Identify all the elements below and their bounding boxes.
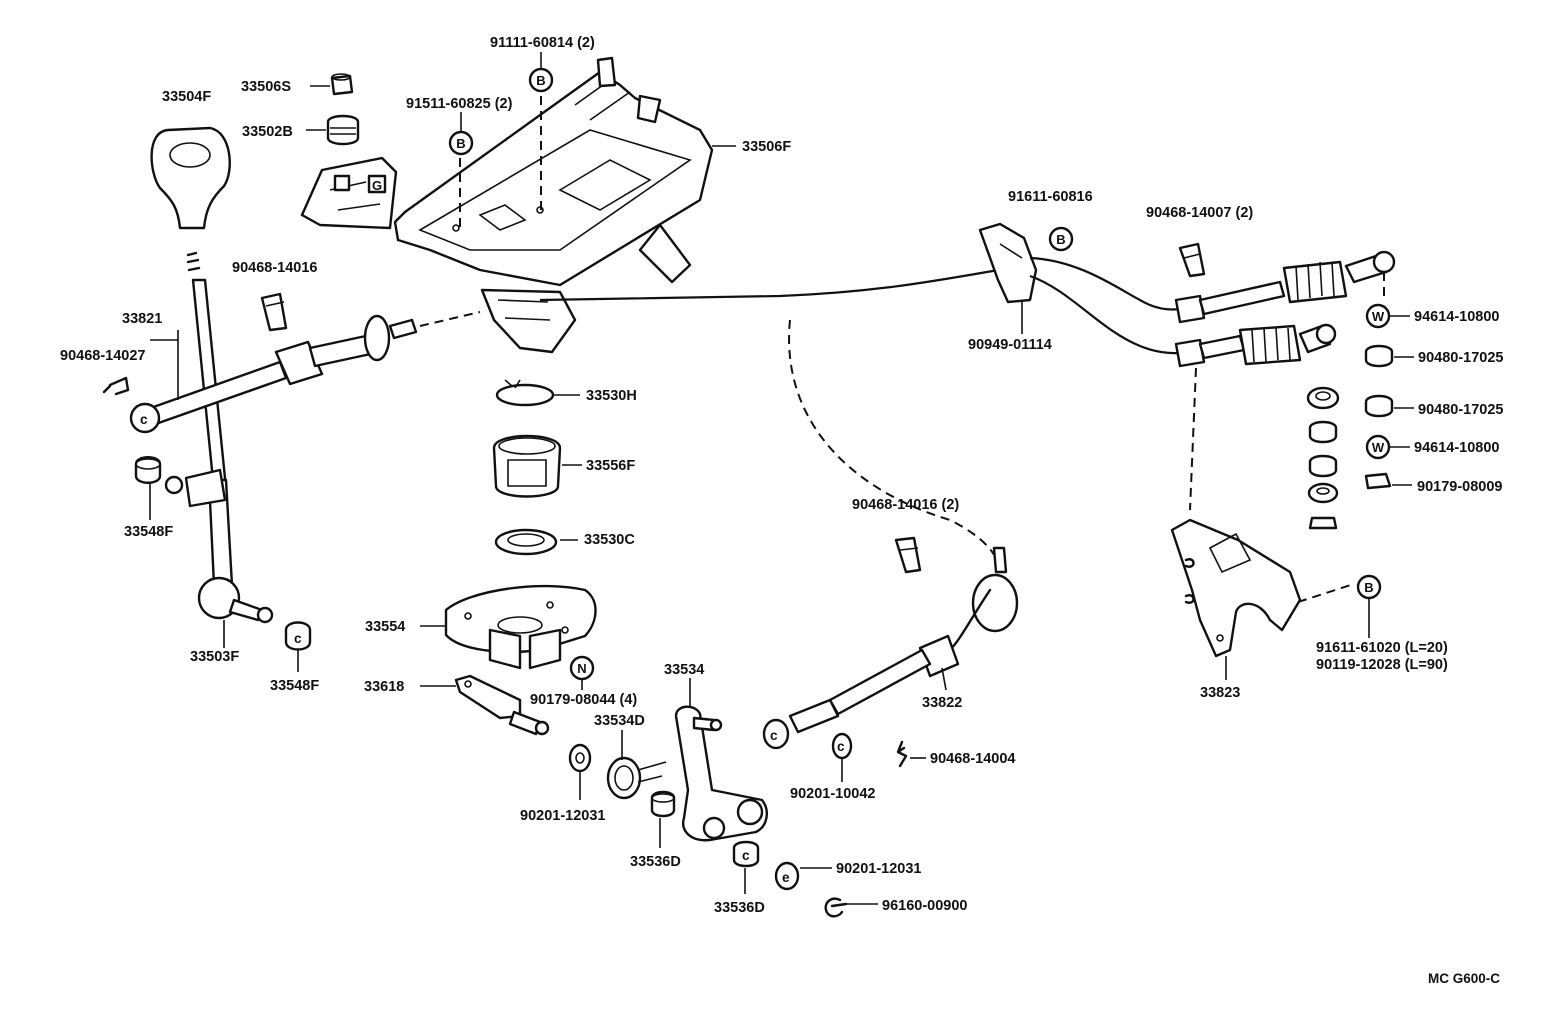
nut-stack [1306, 386, 1340, 530]
bushing-33556f [492, 434, 562, 498]
label-33502b: 33502B [242, 124, 293, 140]
label-33503f: 33503F [190, 649, 239, 665]
label-90949-01114: 90949-01114 [968, 337, 1052, 353]
label-90201-12031-left: 90201-12031 [520, 808, 605, 824]
boot-33502b [326, 114, 360, 146]
svg-text:B: B [1364, 580, 1373, 595]
svg-text:W: W [1372, 440, 1385, 455]
label-96160-00900: 96160-00900 [882, 898, 967, 914]
bushing-548f-right: c [284, 621, 312, 651]
label-90468-14007: 90468-14007 (2) [1146, 205, 1253, 221]
label-90201-10042: 90201-10042 [790, 786, 875, 802]
symbol-n: N [569, 655, 595, 681]
label-33822: 33822 [922, 695, 962, 711]
svg-text:c: c [742, 848, 750, 863]
svg-text:B: B [1056, 232, 1065, 247]
symbol-w-1: W [1365, 303, 1391, 329]
label-90480-17025-1: 90480-17025 [1418, 350, 1503, 366]
label-33536d-b: 33536D [714, 900, 765, 916]
shift-cable [978, 222, 1396, 368]
leader-lines [149, 52, 1414, 905]
lever-33618 [454, 674, 550, 736]
label-90201-12031-right: 90201-12031 [836, 861, 921, 877]
label-33534d: 33534D [594, 713, 645, 729]
label-91511-60825: 91511-60825 (2) [406, 96, 513, 112]
clip-90468-14004 [896, 740, 908, 768]
svg-text:N: N [577, 661, 586, 676]
cable-bracket-33823 [1170, 518, 1355, 658]
shift-lever-shaft [164, 251, 274, 624]
clip-rod-part [102, 376, 130, 396]
symbol-b-clamp: B [1048, 226, 1074, 252]
label-33530h: 33530H [586, 388, 637, 404]
select-cable: c [762, 319, 1019, 750]
bushing-33536d-b: c [732, 840, 760, 868]
clip-90468-14016-mid [894, 536, 922, 574]
washer-90201-12031-left [568, 743, 592, 773]
svg-text:B: B [536, 73, 545, 88]
svg-text:e: e [782, 870, 790, 885]
label-33534: 33534 [664, 662, 704, 678]
label-90468-14027: 90468-14027 [60, 348, 145, 364]
label-90480-17025-2: 90480-17025 [1418, 402, 1503, 418]
right-nuts [1364, 344, 1394, 490]
seat-33530c [494, 528, 558, 556]
label-33530c: 33530C [584, 532, 635, 548]
label-94614-10800-1: 94614-10800 [1414, 309, 1499, 325]
label-33821: 33821 [122, 311, 162, 327]
symbol-g: G [372, 178, 382, 193]
label-33506f: 33506F [742, 139, 791, 155]
symbol-w-2: W [1365, 434, 1391, 460]
label-33506s: 33506S [241, 79, 291, 95]
washer-90201-10042: c [831, 732, 853, 760]
label-33548f-right: 33548F [270, 678, 319, 694]
clip-90468-14007 [1178, 242, 1206, 278]
spring-33534d [606, 756, 667, 800]
label-94614-10800-2: 94614-10800 [1414, 440, 1499, 456]
svg-text:c: c [770, 728, 778, 743]
svg-text:c: c [140, 412, 148, 427]
symbol-b-left: B [448, 130, 474, 156]
label-91111-60814: 91111-60814 (2) [490, 35, 595, 51]
seat-33530h [495, 379, 555, 407]
label-33554: 33554 [365, 619, 405, 635]
diagram-code: MC G600-C [1428, 971, 1500, 986]
label-90468-14016-mid: 90468-14016 (2) [852, 497, 959, 513]
part-labels: 33504F 33506S 33502B 91111-60814 (2) 915… [60, 35, 1503, 986]
label-91611-61020: 91611-61020 (L=20) [1316, 640, 1448, 656]
svg-text:B: B [456, 136, 465, 151]
svg-text:c: c [837, 739, 845, 754]
e-ring-96160 [824, 897, 848, 918]
label-91611-60816: 91611-60816 [1008, 189, 1093, 205]
plate-33554 [444, 584, 597, 670]
label-33556f: 33556F [586, 458, 635, 474]
main-bracket [300, 56, 1011, 354]
shift-knob [150, 126, 231, 230]
label-33823: 33823 [1200, 685, 1240, 701]
bushing-548f-left [134, 456, 162, 484]
bell-crank-33534 [674, 705, 768, 842]
bushing-33506s [330, 73, 354, 96]
label-33504f: 33504F [162, 89, 211, 105]
label-90119-12028: 90119-12028 (L=90) [1316, 657, 1448, 673]
symbol-b-bracket: B [1356, 574, 1382, 600]
svg-text:c: c [294, 631, 302, 646]
label-33548f-left: 33548F [124, 524, 173, 540]
label-90179-08044: 90179-08044 (4) [530, 692, 637, 708]
clip-90468-14016-left [260, 292, 288, 332]
label-90468-14016-left: 90468-14016 [232, 260, 317, 276]
washer-90201-12031-right: e [774, 861, 800, 891]
cable-bracket-dash [1189, 367, 1197, 511]
lever-rod-assembly: c [129, 311, 481, 434]
svg-text:W: W [1372, 309, 1385, 324]
label-33536d-a: 33536D [630, 854, 681, 870]
bushing-33536d-a [650, 790, 676, 818]
label-33618: 33618 [364, 679, 404, 695]
symbol-b-top: B [528, 67, 554, 93]
label-90468-14004: 90468-14004 [930, 751, 1015, 767]
label-90179-08009: 90179-08009 [1417, 479, 1502, 495]
